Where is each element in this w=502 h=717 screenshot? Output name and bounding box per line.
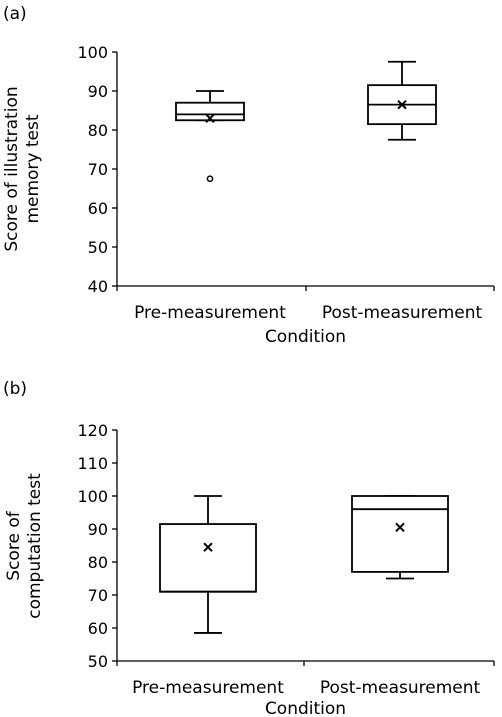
box-post: [351, 495, 449, 580]
y-tick-label: 50: [88, 652, 108, 671]
box-post: [367, 60, 437, 141]
y-tick-label: 80: [88, 121, 108, 140]
y-axis-title-line: Score of: [4, 510, 24, 580]
y-tick-label: 100: [77, 43, 108, 62]
y-tick-label: 70: [88, 586, 108, 605]
y-tick-label: 90: [88, 520, 108, 539]
y-tick-label: 60: [88, 199, 108, 218]
mean-marker: [203, 542, 213, 552]
box-pre: [159, 495, 257, 634]
mean-marker: [395, 522, 405, 533]
y-tick-label: 100: [77, 487, 108, 506]
x-axis-title: Condition: [265, 327, 346, 347]
x-axis-title: Condition: [265, 699, 346, 717]
y-tick-label: 40: [88, 277, 108, 296]
y-tick-label: 80: [88, 553, 108, 572]
y-tick-label: 120: [77, 421, 108, 440]
y-tick-label: 110: [77, 454, 108, 473]
y-tick-label: 60: [88, 619, 108, 638]
iqr-box: [351, 495, 449, 573]
outlier-point: [206, 175, 214, 183]
mean-marker: [205, 113, 215, 124]
y-tick-label: 50: [88, 238, 108, 257]
mean-marker: [397, 99, 407, 110]
category-label: Pre-measurement: [134, 303, 286, 323]
category-label: Post-measurement: [320, 678, 481, 698]
panel-label: (a): [3, 4, 27, 24]
y-axis-title-line: Score of illustration: [2, 86, 22, 251]
panel-label: (b): [3, 379, 27, 399]
y-axis-title: Score ofcomputation test: [4, 473, 45, 619]
y-tick-label: 90: [88, 82, 108, 101]
y-tick-label: 70: [88, 160, 108, 179]
category-label: Post-measurement: [322, 303, 483, 323]
iqr-box: [159, 523, 257, 593]
y-axis-title: Score of illustrationmemory test: [2, 86, 43, 251]
category-label: Pre-measurement: [132, 678, 284, 698]
box-pre: [175, 90, 245, 183]
y-axis-title-line: memory test: [23, 114, 43, 223]
y-axis-title-line: computation test: [25, 473, 45, 619]
iqr-box: [175, 101, 245, 122]
